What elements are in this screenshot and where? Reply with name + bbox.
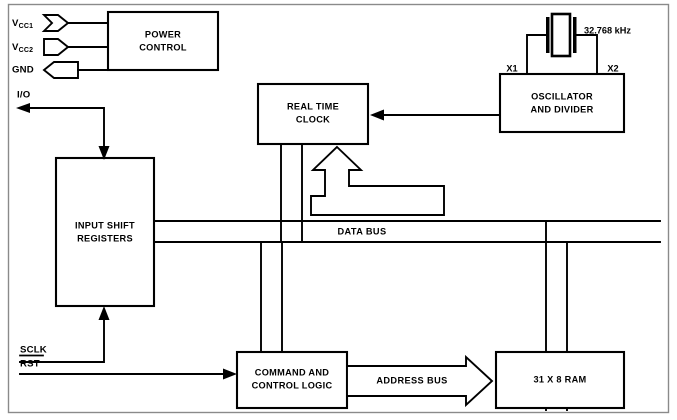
oscillator-label-line1: OSCILLATOR [531, 91, 593, 101]
power-control-block [106, 10, 220, 72]
input-shift-registers-block [54, 156, 156, 308]
address-bus-arrow [346, 354, 494, 408]
sclk-pin-label: SCLK [20, 345, 47, 356]
oscillator-label-line2: AND DIVIDER [530, 104, 593, 114]
io-pin-label: I/O [17, 90, 31, 101]
oscillator-to-rtc-arrowhead [370, 109, 384, 121]
io-out-arrowhead [16, 103, 30, 113]
sclk-arrowhead [98, 306, 110, 320]
crystal-x2-lead [573, 34, 598, 75]
gnd-pin-shape [42, 61, 79, 79]
gnd-pin-label: GND [12, 65, 34, 76]
crystal-frequency-label: 32.768 kHz [584, 25, 631, 35]
command-control-logic-label-line1: COMMAND AND [255, 367, 329, 377]
diagram-frame [7, 3, 670, 414]
x2-node-label: X2 [607, 63, 618, 73]
oscillator-and-divider-block [498, 72, 626, 134]
address-bus-label: ADDRESS BUS [376, 375, 447, 385]
rst-arrowhead [223, 368, 237, 380]
power-control-label-line2: CONTROL [139, 42, 187, 52]
vcc2-pin-label: VCC2 [12, 42, 33, 54]
real-time-clock-label-line1: REAL TIME [287, 101, 339, 111]
real-time-clock-label-line2: CLOCK [296, 114, 330, 124]
vcc2-pin-shape [43, 38, 70, 56]
vcc1-pin-shape [41, 14, 70, 32]
ram-block [494, 350, 626, 410]
io-wire [27, 107, 105, 153]
sclk-wire [19, 313, 105, 363]
x1-node-label: X1 [506, 63, 517, 73]
power-control-label-line1: POWER [145, 29, 181, 39]
rst-pin-label: RST [20, 359, 40, 370]
command-and-control-logic-block [235, 350, 349, 410]
ram-label: 31 X 8 RAM [533, 374, 586, 384]
input-shift-registers-label-line2: REGISTERS [77, 233, 133, 243]
control-to-rtc-bus-arrow [310, 145, 445, 216]
crystal-body [550, 12, 572, 58]
command-control-logic-label-line2: CONTROL LOGIC [252, 380, 333, 390]
data-bus-label: DATA BUS [338, 226, 387, 236]
io-in-arrowhead [98, 146, 110, 160]
crystal-x1-lead [526, 34, 549, 75]
input-shift-registers-label-line1: INPUT SHIFT [75, 220, 135, 230]
vcc1-pin-label: VCC1 [12, 18, 33, 30]
real-time-clock-block [256, 82, 370, 146]
